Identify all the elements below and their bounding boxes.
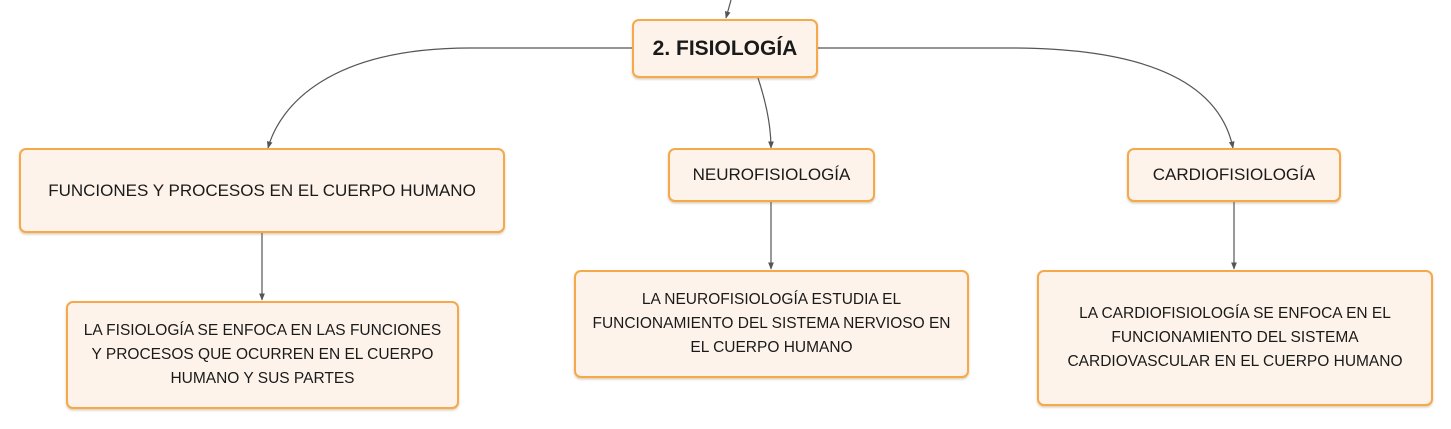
connector-root-to-functions — [266, 47, 632, 149]
connector-root-to-cardio — [818, 47, 1235, 149]
detail-node-functions[interactable]: LA FISIOLOGÍA SE ENFOCA EN LAS FUNCIONES… — [66, 301, 459, 409]
detail-node-neurofisiologia[interactable]: LA NEUROFISIOLOGÍA ESTUDIA EL FUNCIONAMI… — [574, 270, 969, 378]
detail-node-text: LA NEUROFISIOLOGÍA ESTUDIA EL FUNCIONAMI… — [592, 291, 951, 356]
root-node[interactable]: 2. FISIOLOGÍA — [632, 19, 818, 78]
topic-node-cardiofisiologia[interactable]: CARDIOFISIOLOGÍA — [1127, 148, 1341, 202]
topic-node-neurofisiologia[interactable]: NEUROFISIOLOGÍA — [668, 148, 875, 202]
topic-node-label: CARDIOFISIOLOGÍA — [1152, 165, 1316, 184]
detail-node-text: LA CARDIOFISIOLOGÍA SE ENFOCA EN EL FUNC… — [1067, 305, 1403, 370]
topic-node-label: NEUROFISIOLOGÍA — [692, 165, 851, 184]
root-node-label: 2. FISIOLOGÍA — [652, 36, 798, 60]
detail-node-text: LA FISIOLOGÍA SE ENFOCA EN LAS FUNCIONES… — [83, 322, 442, 387]
connector-incoming — [724, 0, 732, 19]
detail-node-cardiofisiologia[interactable]: LA CARDIOFISIOLOGÍA SE ENFOCA EN EL FUNC… — [1037, 270, 1433, 406]
connector-root-to-neuro — [757, 77, 774, 149]
topic-node-functions[interactable]: FUNCIONES Y PROCESOS EN EL CUERPO HUMANO — [19, 148, 505, 233]
topic-node-label: FUNCIONES Y PROCESOS EN EL CUERPO HUMANO — [48, 180, 476, 200]
